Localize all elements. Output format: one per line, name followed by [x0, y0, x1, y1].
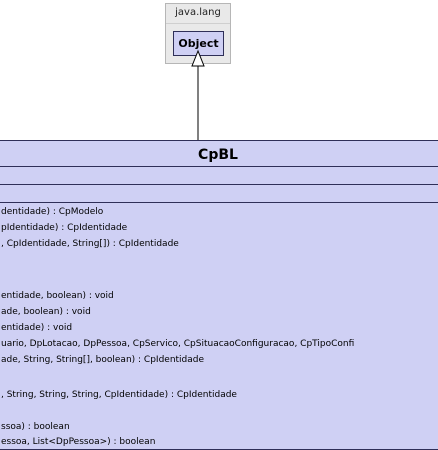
- method-row: entidade, boolean) : void: [1, 291, 114, 301]
- package-divider: [166, 23, 230, 24]
- class-cpbl-box[interactable]: CpBL dentidade) : CpModelo pIdentidade) …: [0, 140, 438, 450]
- attributes-divider: [0, 184, 438, 185]
- superclass-object-box[interactable]: Object: [173, 31, 224, 56]
- method-row: uario, DpLotacao, DpPessoa, CpServico, C…: [1, 339, 355, 349]
- method-row: pIdentidade) : CpIdentidade: [1, 223, 128, 233]
- method-row: entidade) : void: [1, 323, 73, 333]
- inheritance-arrow: [191, 49, 205, 142]
- method-row: ssoa) : boolean: [1, 422, 70, 432]
- inheritance-arrowhead: [191, 49, 205, 67]
- method-row: essoa, List<DpPessoa>) : boolean: [1, 437, 156, 447]
- class-name: CpBL: [198, 147, 238, 163]
- method-row: dentidade) : CpModelo: [1, 207, 104, 217]
- operations-divider: [0, 202, 438, 203]
- method-row: ade, String, String[], boolean) : CpIden…: [1, 355, 205, 365]
- method-row: , String, String, String, CpIdentidade) …: [1, 390, 237, 400]
- package-name: java.lang: [175, 7, 221, 18]
- class-name-divider: [0, 166, 438, 167]
- method-row: , CpIdentidade, String[]) : CpIdentidade: [1, 239, 179, 249]
- method-row: ade, boolean) : void: [1, 307, 91, 317]
